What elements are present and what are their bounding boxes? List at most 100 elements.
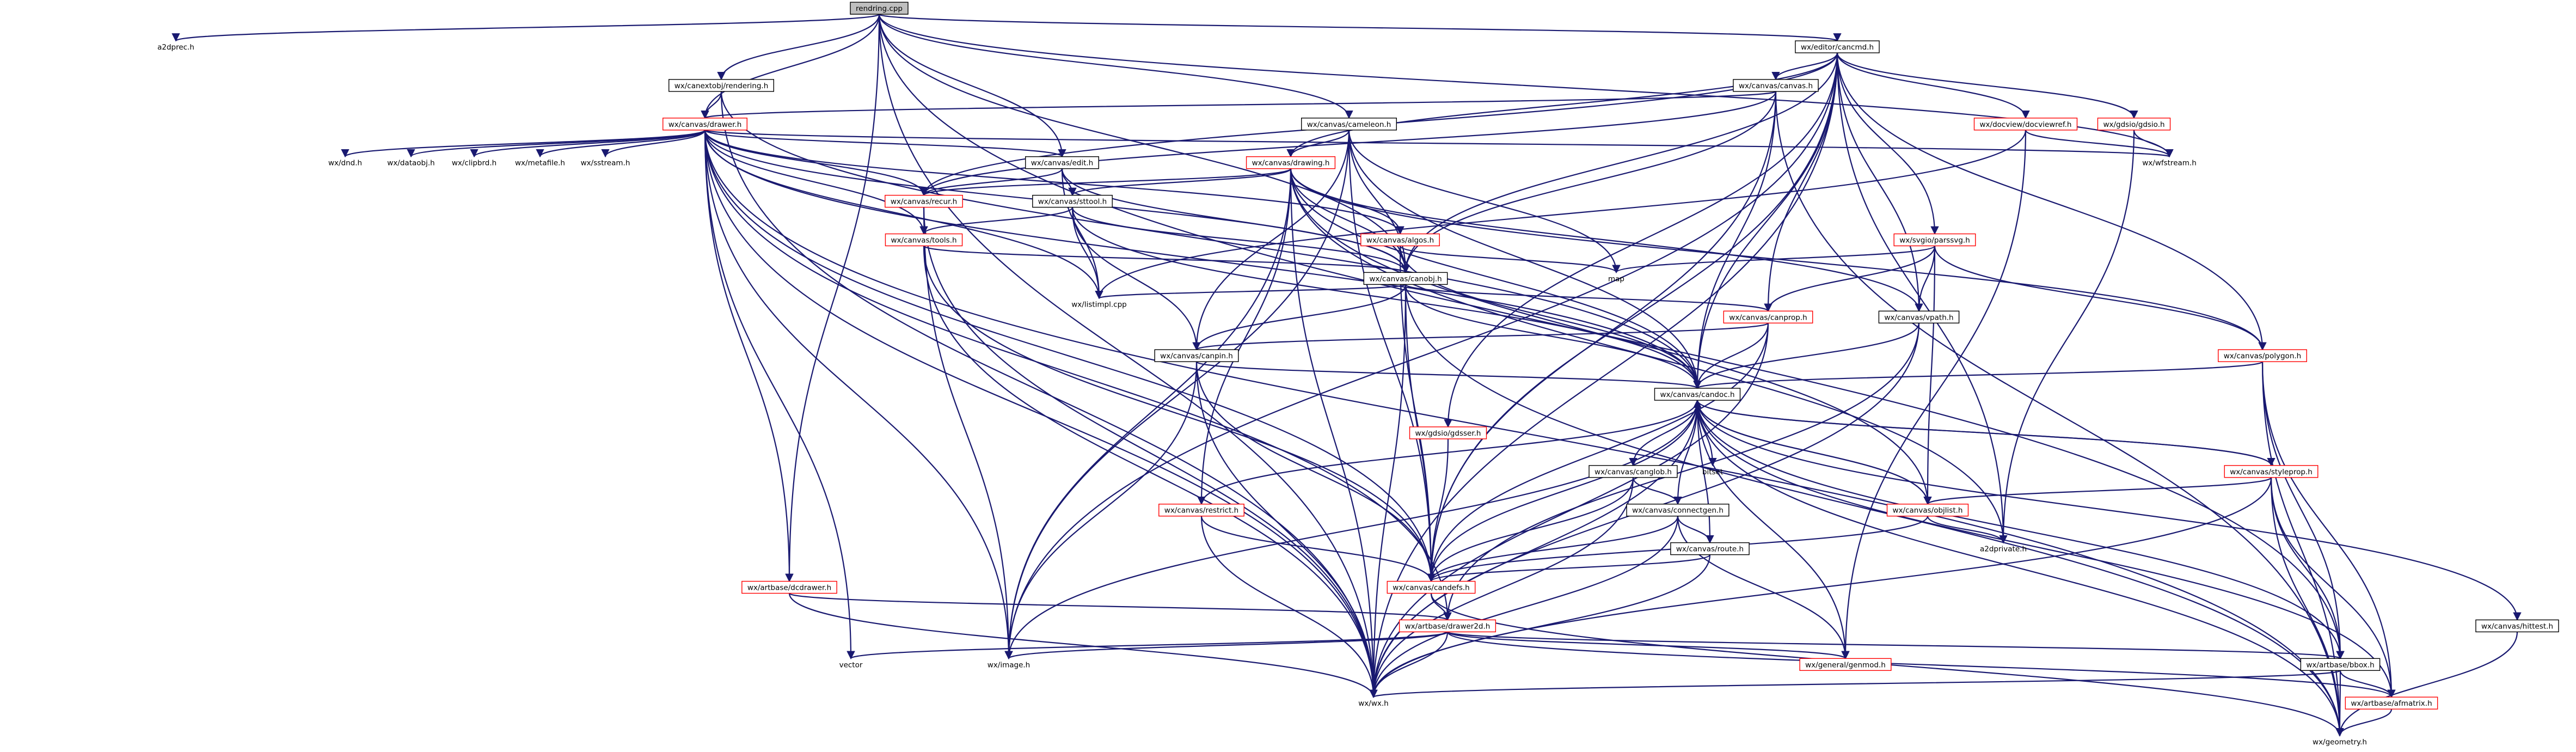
node-parssvg[interactable]: wx/svgio/parssvg.h xyxy=(1893,233,1976,247)
edge-canglob-to-connectgen xyxy=(1632,477,1682,505)
node-box xyxy=(1878,310,1960,323)
node-listimpl[interactable]: wx/listimpl.cpp xyxy=(1066,298,1132,310)
edge-root-to-a2dprec xyxy=(172,14,880,42)
edge-recur-to-wx xyxy=(923,207,1378,698)
edge-recur-to-image xyxy=(923,207,1013,659)
node-a2dprec[interactable]: a2dprec.h xyxy=(152,41,200,53)
node-clipbrd[interactable]: wx/clipbrd.h xyxy=(446,157,502,169)
node-recur[interactable]: wx/canvas/recur.h xyxy=(885,194,963,208)
node-genmod[interactable]: wx/general/genmod.h xyxy=(1799,658,1892,671)
edge-cancmd-to-canvas xyxy=(1771,52,1838,81)
node-drawer2d[interactable]: wx/artbase/drawer2d.h xyxy=(1399,619,1496,633)
node-root[interactable]: rendring.cpp xyxy=(850,2,909,15)
node-label: wx/canvas/candefs.h xyxy=(1393,584,1469,592)
node-dcdrawer[interactable]: wx/artbase/dcdrawer.h xyxy=(741,580,837,594)
node-gdsser[interactable]: wx/gdsio/gdsser.h xyxy=(1409,426,1487,439)
node-hittest[interactable]: wx/canvas/hittest.h xyxy=(2475,619,2559,633)
node-canpin[interactable]: wx/canvas/canpin.h xyxy=(1154,349,1239,362)
node-sttool[interactable]: wx/canvas/sttool.h xyxy=(1032,194,1113,208)
node-label: wx/canvas/connectgen.h xyxy=(1632,506,1724,515)
edge-parssvg-to-objlist xyxy=(1923,246,1936,505)
edge-root-to-wx xyxy=(878,14,1378,698)
node-tools[interactable]: wx/canvas/tools.h xyxy=(885,233,963,247)
edge-candoc-to-hittest xyxy=(1696,400,2522,621)
node-canprop[interactable]: wx/canvas/canprop.h xyxy=(1723,310,1813,323)
node-dataobj[interactable]: wx/dataobj.h xyxy=(382,157,440,169)
node-candrawing[interactable]: wx/canvas/drawing.h xyxy=(1246,156,1336,169)
node-drawer[interactable]: wx/canvas/drawer.h xyxy=(663,118,747,131)
node-box xyxy=(1363,272,1448,285)
node-wx[interactable]: wx/wx.h xyxy=(1353,697,1394,709)
node-label: wx/canvas/restrict.h xyxy=(1164,506,1238,515)
node-cameleon[interactable]: wx/canvas/cameleon.h xyxy=(1301,118,1397,131)
node-camrend[interactable]: wx/canextobj/rendering.h xyxy=(668,79,774,92)
node-algos[interactable]: wx/canvas/algos.h xyxy=(1360,233,1440,247)
node-cancmd[interactable]: wx/editor/cancmd.h xyxy=(1795,40,1880,53)
node-metafile[interactable]: wx/metafile.h xyxy=(510,157,571,169)
node-a2dprivate[interactable]: a2dprivate.h xyxy=(1974,543,2032,555)
node-afmatrix[interactable]: wx/artbase/afmatrix.h xyxy=(2345,696,2438,710)
node-geometry[interactable]: wx/geometry.h xyxy=(2307,736,2372,748)
node-canobj[interactable]: wx/canvas/canobj.h xyxy=(1363,272,1448,285)
node-label: wx/editor/cancmd.h xyxy=(1801,43,1874,52)
node-label: wx/docview/docviewref.h xyxy=(1980,120,2072,129)
node-label: wx/metafile.h xyxy=(515,159,565,168)
node-label: wx/canvas/styleprop.h xyxy=(2230,468,2313,476)
node-canedit[interactable]: wx/canvas/edit.h xyxy=(1025,156,1099,169)
node-canglob[interactable]: wx/canvas/canglob.h xyxy=(1588,465,1678,478)
edge-canedit-to-listimpl xyxy=(1061,168,1103,299)
edge-cancmd-to-gdsser xyxy=(1444,53,1838,428)
node-label: wx/canvas/algos.h xyxy=(1366,236,1434,244)
node-restrict[interactable]: wx/canvas/restrict.h xyxy=(1158,504,1244,517)
edge-canglob-to-wx xyxy=(1369,477,1634,698)
node-candoc[interactable]: wx/canvas/candoc.h xyxy=(1654,388,1741,401)
edge-cancmd-to-gdsio xyxy=(1836,52,2138,119)
edge-root-to-dcdrawer xyxy=(785,14,880,583)
node-styleprop[interactable]: wx/canvas/styleprop.h xyxy=(2224,465,2319,478)
edge-candoc-to-afmatrix xyxy=(1696,400,2396,698)
node-candefs[interactable]: wx/canvas/candefs.h xyxy=(1387,580,1476,594)
node-box xyxy=(1588,465,1678,478)
node-label: wx/canvas/vpath.h xyxy=(1884,313,1953,322)
edge-sttool-to-canobj xyxy=(1071,207,1410,273)
node-route[interactable]: wx/canvas/route.h xyxy=(1670,542,1750,555)
edge-tools-to-canobj xyxy=(923,245,1410,273)
node-label: a2dprivate.h xyxy=(1980,545,2027,554)
node-vector[interactable]: vector xyxy=(834,658,868,670)
node-dnd[interactable]: wx/dnd.h xyxy=(323,157,367,169)
edge-canobj-to-listimpl xyxy=(1095,284,1407,299)
node-objlist[interactable]: wx/canvas/objlist.h xyxy=(1886,504,1969,517)
edge-bbox-to-afmatrix xyxy=(2339,670,2396,698)
node-label: wx/artbase/afmatrix.h xyxy=(2351,699,2432,708)
edge-root-to-cancmd xyxy=(878,14,1841,42)
node-canvas[interactable]: wx/canvas/canvas.h xyxy=(1733,79,1819,92)
node-vpath[interactable]: wx/canvas/vpath.h xyxy=(1878,310,1960,323)
node-map[interactable]: map xyxy=(1600,272,1633,284)
edge-candoc-to-geometry xyxy=(1696,400,2344,737)
node-label: wx/artbase/bbox.h xyxy=(2306,661,2374,669)
edge-algos-to-candoc xyxy=(1399,246,1702,389)
node-docviewref[interactable]: wx/docview/docviewref.h xyxy=(1973,118,2078,131)
edge-parssvg-to-map xyxy=(1612,245,1936,273)
node-label: wx/dataobj.h xyxy=(387,159,434,168)
node-box xyxy=(2475,619,2559,633)
node-label: wx/artbase/dcdrawer.h xyxy=(747,584,831,592)
node-box xyxy=(1886,504,1969,517)
node-label: wx/canvas/candoc.h xyxy=(1660,390,1734,399)
edge-candrawing-to-canobj xyxy=(1290,168,1410,273)
edge-vpath-to-candoc xyxy=(1693,323,1920,389)
node-sstream[interactable]: wx/sstream.h xyxy=(575,157,636,169)
node-image[interactable]: wx/image.h xyxy=(982,658,1035,670)
node-bitset[interactable]: bitset xyxy=(1696,466,1729,478)
edge-styleprop-to-candoc xyxy=(1693,399,2272,466)
node-box xyxy=(1154,349,1239,362)
node-gdsio[interactable]: wx/gdsio/gdsio.h xyxy=(2097,118,2171,131)
node-box xyxy=(663,118,747,131)
node-bbox[interactable]: wx/artbase/bbox.h xyxy=(2300,658,2381,671)
node-polygon[interactable]: wx/canvas/polygon.h xyxy=(2218,349,2307,362)
node-connectgen[interactable]: wx/canvas/connectgen.h xyxy=(1626,504,1729,517)
node-wfstream[interactable]: wx/wfstream.h xyxy=(2137,157,2202,169)
edge-connectgen-to-candefs xyxy=(1427,516,1679,583)
edge-connectgen-to-genmod xyxy=(1677,516,1850,659)
edge-algos-to-map xyxy=(1399,245,1621,273)
